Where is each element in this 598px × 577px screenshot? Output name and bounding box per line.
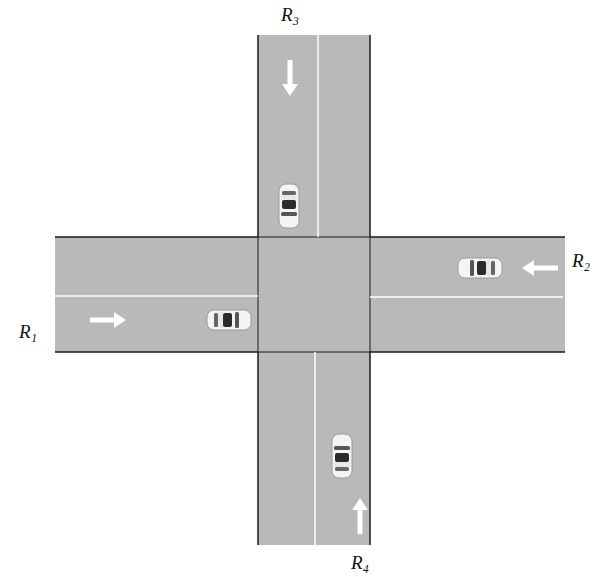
direction-arrow (522, 260, 558, 276)
road-label: R₁ (19, 322, 37, 341)
road-label: R₄ (351, 553, 369, 572)
road-label: R₂ (572, 251, 590, 270)
direction-arrow (90, 312, 126, 328)
direction-arrow (352, 498, 368, 534)
car (279, 184, 299, 228)
road-edges (55, 35, 565, 545)
road-label: R₃ (281, 5, 299, 24)
lane-dividers (55, 35, 563, 545)
direction-arrow (282, 60, 298, 96)
car (458, 258, 502, 278)
car (207, 310, 251, 330)
horizontal-road (55, 237, 565, 352)
car (332, 434, 352, 478)
